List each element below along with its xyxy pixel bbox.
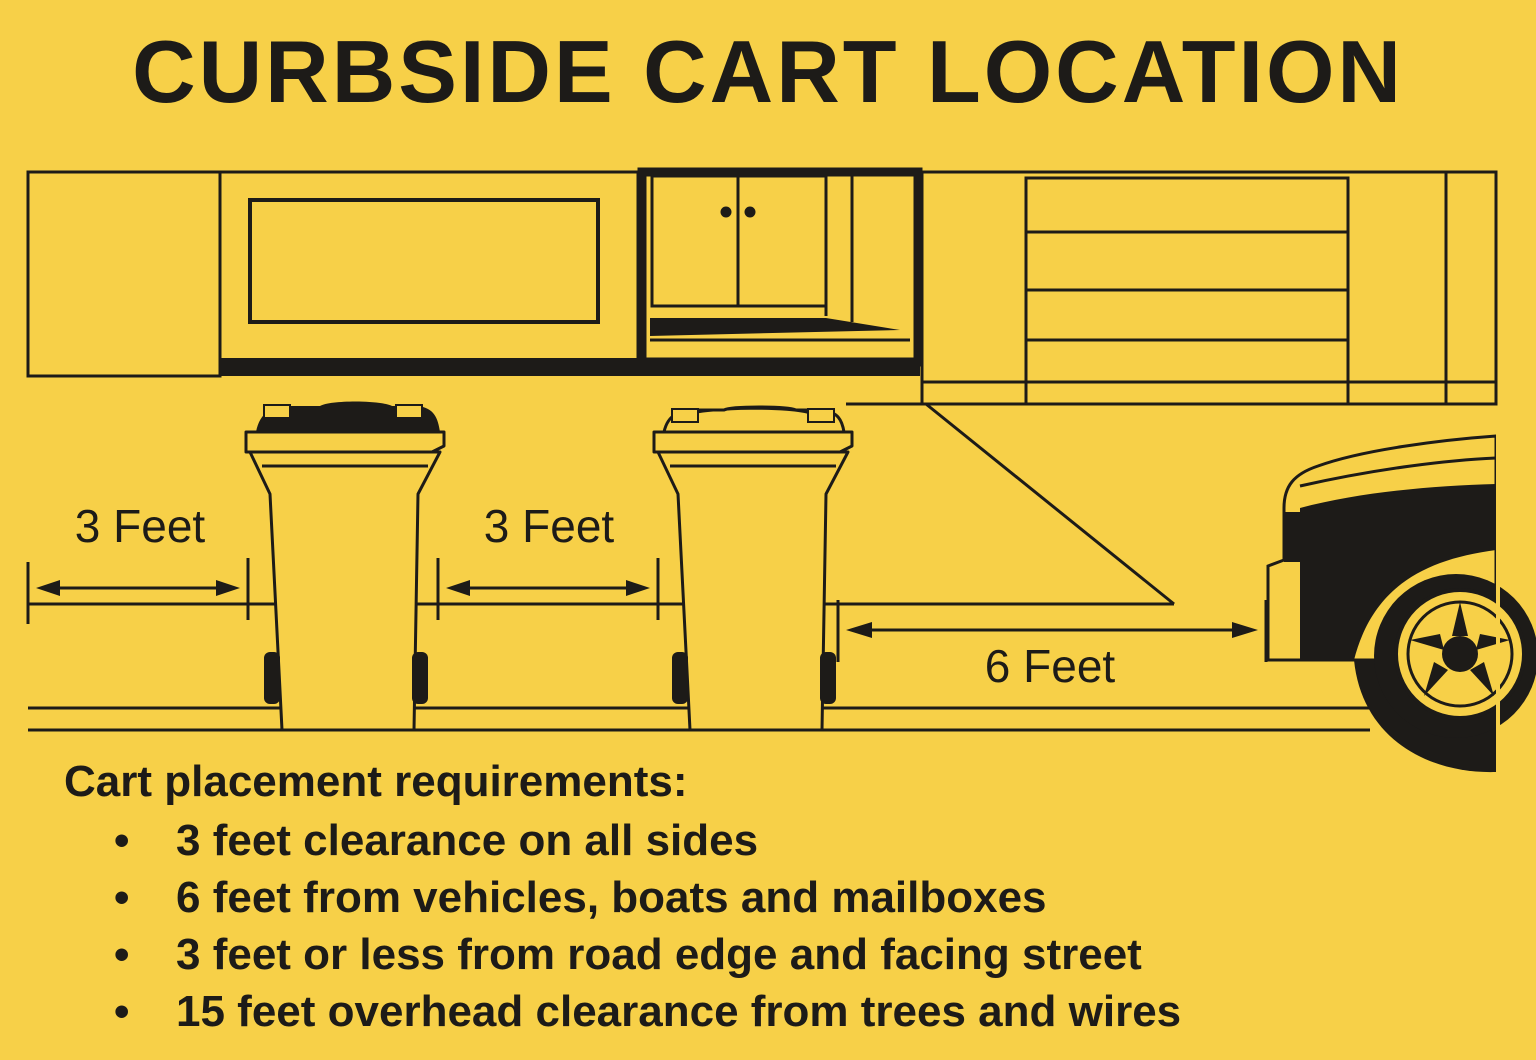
list-item: 6 feet from vehicles, boats and mailboxe… xyxy=(64,869,1504,926)
page-title: CURBSIDE CART LOCATION xyxy=(132,22,1404,121)
list-item: 3 feet clearance on all sides xyxy=(64,812,1504,869)
dimension-middle-gap xyxy=(436,558,660,620)
wheel-icon xyxy=(1394,588,1526,720)
double-arrow-icon xyxy=(846,622,1258,638)
left-gap-label: 3 Feet xyxy=(75,500,206,552)
trash-cart-icon xyxy=(652,405,854,732)
vehicle-icon xyxy=(1266,430,1536,780)
list-item: 3 feet or less from road edge and facing… xyxy=(64,926,1504,983)
garage-door-icon xyxy=(1024,176,1350,384)
list-item: 15 feet overhead clearance from trees an… xyxy=(64,983,1504,1040)
vehicle-gap-label: 6 Feet xyxy=(985,640,1116,692)
double-arrow-icon xyxy=(446,580,650,596)
house-illustration xyxy=(26,167,1498,606)
middle-gap-label: 3 Feet xyxy=(484,500,615,552)
double-arrow-icon xyxy=(36,580,240,596)
dimension-vehicle-gap xyxy=(836,600,1268,662)
requirements-heading: Cart placement requirements: xyxy=(64,757,688,806)
requirements-list: 3 feet clearance on all sides 6 feet fro… xyxy=(64,812,1504,1040)
requirements-section: Cart placement requirements: 3 feet clea… xyxy=(64,752,1504,1040)
dimension-left-gap xyxy=(26,558,250,624)
trash-cart-icon xyxy=(244,401,446,732)
